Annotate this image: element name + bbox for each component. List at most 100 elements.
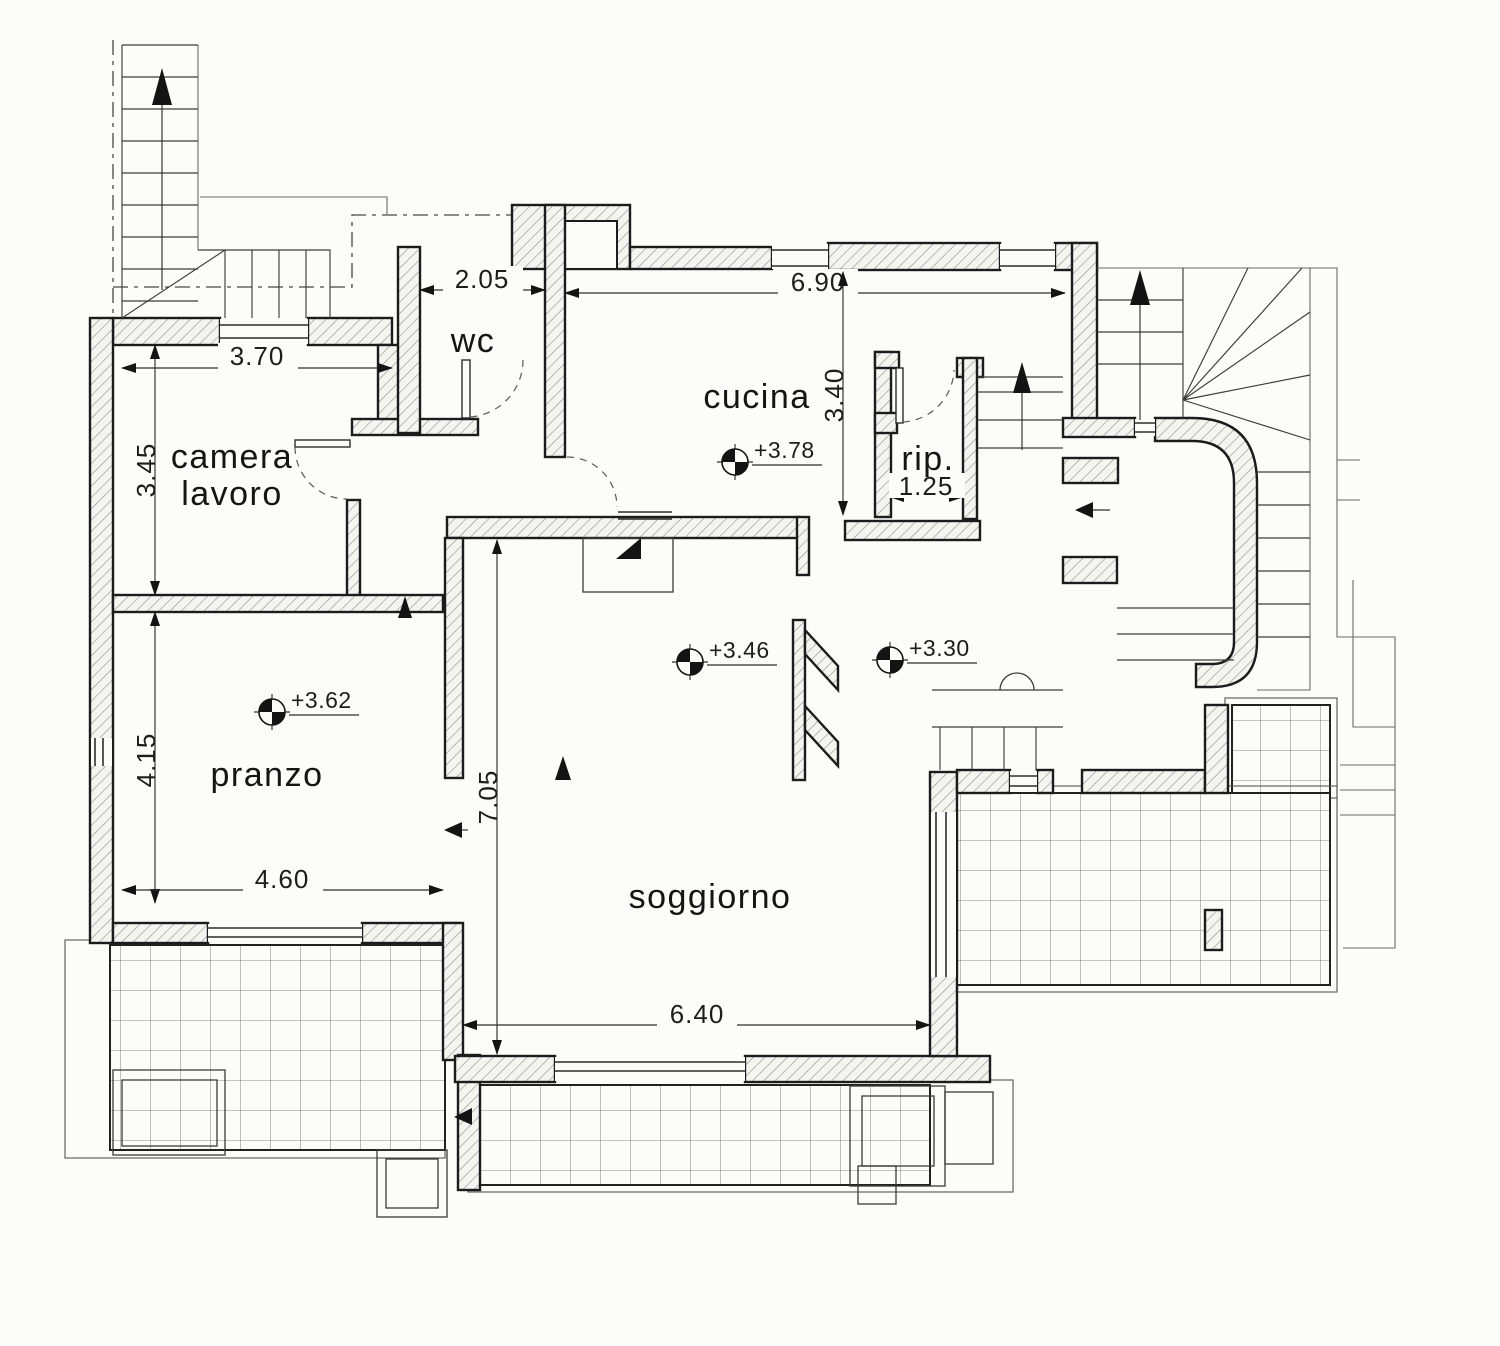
upper-stair-outline xyxy=(197,45,388,250)
stair-treads-inner xyxy=(1117,607,1234,661)
terraces xyxy=(64,697,1338,1218)
window xyxy=(208,924,362,942)
stair-winder xyxy=(121,249,226,319)
room-labels: camera lavoro wc cucina rip. pranzo sogg… xyxy=(171,322,954,916)
step-arrow-up-icon xyxy=(398,596,412,618)
room-label-soggiorno: soggiorno xyxy=(629,878,792,916)
door-swing-arc xyxy=(902,369,955,423)
building-edge-steps xyxy=(1337,459,1360,501)
planter-bottom-center xyxy=(376,1149,448,1218)
dim-camera-height-group: 3.45 xyxy=(126,430,161,508)
window xyxy=(91,738,112,766)
step-arrow-left-icon xyxy=(444,822,462,838)
room-label-pranzo: pranzo xyxy=(211,756,324,794)
elevation-marker-pranzo: +3.62 xyxy=(254,687,359,730)
lower-stair-outline xyxy=(1340,580,1395,816)
door-rip xyxy=(895,367,955,424)
planter-outline xyxy=(376,1149,448,1218)
planter-outline-3 xyxy=(857,1165,897,1205)
dim-mask xyxy=(657,1001,737,1027)
dim-pranzo-height-group: 4.15 xyxy=(126,720,161,798)
door-hall xyxy=(566,456,618,508)
window xyxy=(1135,419,1155,436)
dim-rip-width: 1.25 xyxy=(899,471,954,501)
step-lines xyxy=(932,689,1063,770)
wall-segment xyxy=(111,593,445,614)
wall-segment xyxy=(628,245,774,271)
window xyxy=(1000,244,1055,269)
planter-inner xyxy=(385,1158,439,1209)
wall-segment xyxy=(826,241,1002,272)
dim-mask xyxy=(443,266,523,292)
room-label-wc: wc xyxy=(450,322,496,360)
wall-segment xyxy=(791,618,807,782)
dashed-overhang-lines xyxy=(112,40,511,330)
wall-segment xyxy=(873,411,899,435)
handrail-arc xyxy=(999,672,1035,691)
wall-segment xyxy=(306,316,394,347)
window-terrace-door xyxy=(931,812,956,977)
step-arrow-left-icon xyxy=(454,1108,472,1125)
fireplace-outline xyxy=(582,537,674,593)
staircase-mini-hall xyxy=(977,362,1063,450)
windows xyxy=(91,244,1155,1081)
doors xyxy=(294,359,955,508)
wall-segment xyxy=(111,921,210,945)
elevation-marker-entry: +3.30 xyxy=(872,635,977,678)
stair-treads-lower xyxy=(1257,471,1310,638)
elevation-marker-soggiorno: +3.46 xyxy=(672,637,777,680)
door-leaf xyxy=(895,367,904,424)
wall-segment xyxy=(396,245,422,435)
door-leaf xyxy=(461,359,471,419)
dim-pranzo-height: 4.15 xyxy=(131,733,161,788)
dim-mask xyxy=(218,343,298,371)
window xyxy=(220,319,308,344)
balcony-tiles xyxy=(479,1084,931,1186)
planter-balcony-right xyxy=(849,1085,994,1205)
dim-camera-width: 3.70 xyxy=(230,341,285,371)
door-swing-arc xyxy=(566,456,618,508)
staircase-main-right xyxy=(1097,267,1311,691)
fireplace-flue-icon xyxy=(616,538,641,559)
planter-outline xyxy=(112,1069,226,1156)
wall-zigzag-pier xyxy=(803,626,840,694)
dim-pranzo-width: 4.60 xyxy=(255,864,310,894)
dim-cucina-depth-group: 3.40 xyxy=(814,355,849,433)
wall-segment xyxy=(795,515,811,577)
window xyxy=(772,244,828,269)
building-edge-right xyxy=(1185,267,1396,949)
dim-soggiorno-height: 7.05 xyxy=(473,770,503,825)
chimney-void xyxy=(562,220,618,270)
planter-outline-2 xyxy=(944,1091,994,1165)
planter-left xyxy=(112,1069,226,1156)
step-arrow-left-icon xyxy=(1075,502,1093,518)
elevation-marker-cucina: +3.78 xyxy=(717,437,822,480)
wall-segment xyxy=(443,536,465,780)
stair-boundary xyxy=(1097,267,1311,691)
dim-cucina-width: 6.90 xyxy=(791,267,846,297)
dim-mask xyxy=(243,866,323,892)
dim-mask xyxy=(889,473,965,498)
elevation-value: +3.46 xyxy=(709,637,770,663)
elevation-value: +3.62 xyxy=(291,687,352,713)
room-label-camera-lavoro-2: lavoro xyxy=(181,475,283,513)
dim-soggiorno-width: 6.40 xyxy=(670,999,725,1029)
wall-segment xyxy=(1080,768,1207,795)
staircase-top-left xyxy=(121,44,331,319)
room-label-camera-lavoro-1: camera xyxy=(171,438,293,476)
wall-segment xyxy=(1061,456,1120,485)
window xyxy=(1010,771,1037,792)
up-arrow-icon xyxy=(1130,270,1150,305)
door-leaf xyxy=(294,439,351,448)
dim-camera-height: 3.45 xyxy=(131,443,161,498)
wall-segment xyxy=(453,1054,557,1084)
wall-segment xyxy=(961,356,979,521)
stair-winder-fan xyxy=(1182,267,1311,441)
room-label-rip: rip. xyxy=(901,440,954,478)
wall-segment xyxy=(543,203,567,459)
wall-segment xyxy=(1035,768,1055,795)
wall-segment xyxy=(843,519,982,542)
terrace-pillar xyxy=(1203,908,1224,952)
